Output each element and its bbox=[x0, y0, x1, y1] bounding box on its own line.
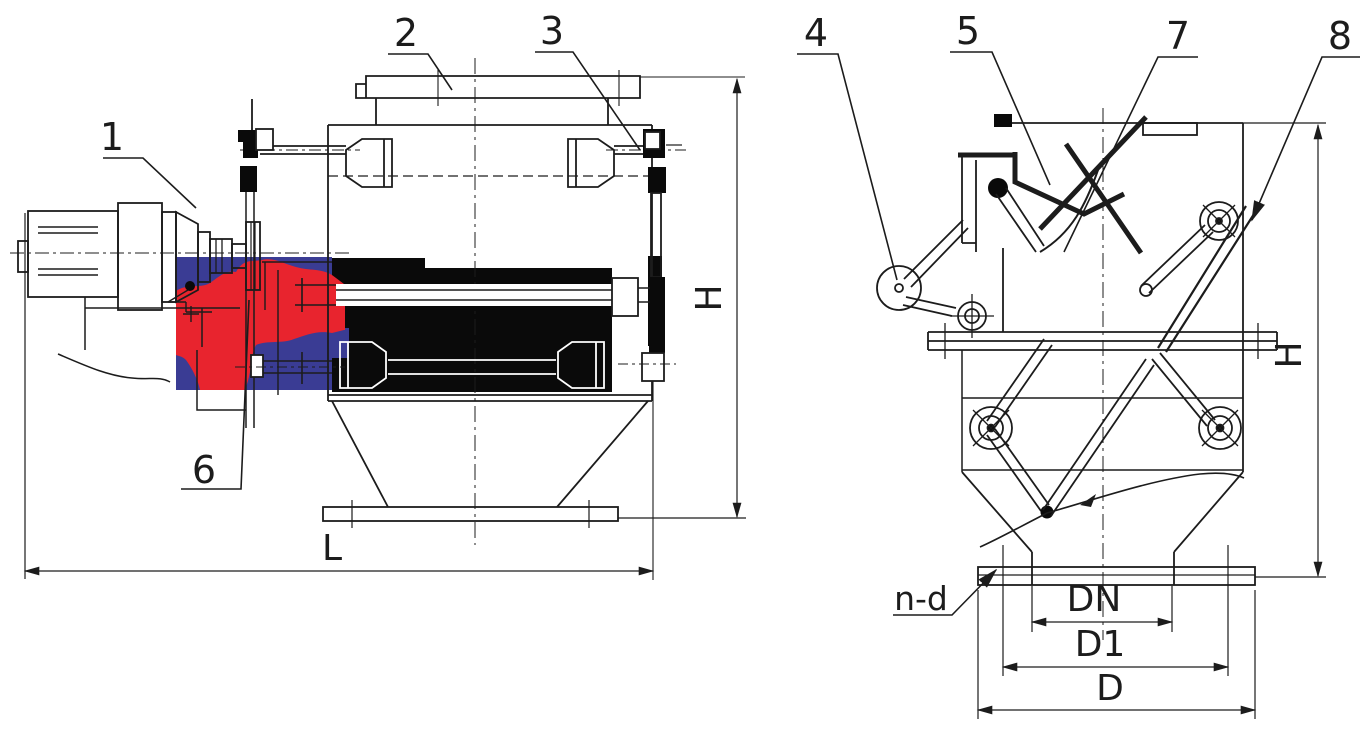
right-dimensions bbox=[976, 122, 1326, 719]
lower-rod-elbow bbox=[250, 354, 264, 378]
motor-bracket bbox=[84, 297, 240, 350]
motor-end-cap bbox=[17, 240, 29, 273]
right-labels: 4 5 7 8 H DN D1 D n-d bbox=[804, 9, 1352, 709]
flap-pivot-dot bbox=[988, 178, 1008, 198]
leader-8 bbox=[1251, 56, 1360, 222]
adjust-roller bbox=[876, 219, 994, 338]
part-label-4: 4 bbox=[804, 11, 828, 55]
bracket-break-line bbox=[57, 353, 171, 383]
right-lug bbox=[567, 138, 615, 188]
magnet-core-details bbox=[235, 277, 650, 389]
leader-4 bbox=[797, 53, 898, 281]
right-stud-nut-top bbox=[644, 131, 661, 150]
right-leaders bbox=[797, 51, 1360, 616]
motor-vent-lines bbox=[38, 226, 98, 276]
upper-rod-nut bbox=[611, 277, 639, 317]
lower-rod-white bbox=[388, 359, 556, 375]
part-label-2: 2 bbox=[394, 11, 418, 55]
rod-left bbox=[260, 145, 346, 155]
break-wave-line bbox=[979, 472, 1245, 548]
hex-head-left bbox=[339, 341, 387, 389]
part-label-6: 6 bbox=[192, 448, 216, 492]
dim-label-H-left: H bbox=[689, 284, 730, 311]
top-left-black-tab bbox=[994, 114, 1012, 127]
drive-motor bbox=[10, 202, 350, 411]
leader-3 bbox=[535, 51, 641, 151]
left-leaders bbox=[103, 51, 641, 490]
upper-rod-left-ext bbox=[295, 278, 336, 312]
leader-nd bbox=[893, 568, 998, 616]
right-view: 4 5 7 8 H DN D1 D n-d bbox=[797, 9, 1360, 719]
chute-curve bbox=[1039, 169, 1099, 253]
left-lug bbox=[345, 138, 393, 188]
shelf-bar bbox=[927, 323, 1278, 359]
right-hopper bbox=[961, 471, 1256, 590]
part-label-5: 5 bbox=[956, 9, 980, 53]
left-view: 1 2 3 6 L H bbox=[10, 9, 746, 580]
dim-label-D: D bbox=[1096, 668, 1124, 709]
part-label-1: 1 bbox=[100, 115, 124, 159]
leader-2 bbox=[388, 53, 453, 91]
section-body bbox=[958, 108, 1244, 640]
left-labels: 1 2 3 6 L H bbox=[100, 9, 730, 569]
part-label-3: 3 bbox=[540, 9, 564, 53]
leader-1 bbox=[103, 157, 197, 209]
left-stud-nut bbox=[255, 128, 274, 151]
top-neck bbox=[375, 98, 609, 125]
part-label-8: 8 bbox=[1328, 14, 1352, 58]
dim-label-D1: D1 bbox=[1075, 624, 1126, 665]
leader-6 bbox=[181, 299, 250, 490]
dim-label-nd: n-d bbox=[894, 579, 948, 618]
flange-bolt-ticks bbox=[437, 70, 620, 106]
seal-dot bbox=[185, 281, 195, 291]
magnet-core-black-fill bbox=[332, 256, 662, 392]
outlet-flange bbox=[977, 566, 1256, 586]
inlet-boot-lines bbox=[167, 261, 332, 395]
wave-arrowhead bbox=[1080, 494, 1096, 507]
hub-lower-left bbox=[969, 406, 1013, 450]
dim-label-L: L bbox=[322, 528, 342, 569]
top-flange bbox=[355, 75, 641, 99]
leader-7 bbox=[1063, 56, 1198, 253]
bottom-flange bbox=[322, 506, 619, 522]
lower-rod-left bbox=[258, 352, 332, 384]
part-label-7: 7 bbox=[1166, 14, 1190, 58]
gearbox-bell bbox=[117, 202, 163, 311]
left-dimensions bbox=[23, 77, 746, 579]
bracket-step bbox=[196, 350, 246, 411]
right-stud-nut-bottom bbox=[641, 352, 665, 382]
gearbox-ring bbox=[161, 211, 177, 303]
dim-label-H-right: H bbox=[1269, 341, 1310, 368]
left-hopper bbox=[322, 400, 649, 528]
magnetic-bar-tubes bbox=[969, 201, 1255, 548]
dim-label-DN: DN bbox=[1067, 579, 1122, 620]
leader-5 bbox=[950, 51, 1051, 186]
flap-arm bbox=[995, 187, 1045, 253]
clamp-hardware bbox=[238, 99, 686, 580]
hub-lower-right bbox=[1198, 406, 1242, 450]
top-lug bbox=[1142, 122, 1198, 136]
inlet-cap-thick bbox=[958, 152, 1126, 217]
hub-top-right bbox=[1199, 201, 1239, 241]
gearbox-cone bbox=[175, 210, 199, 304]
motor-body bbox=[27, 210, 119, 298]
hex-head-right bbox=[557, 341, 605, 389]
